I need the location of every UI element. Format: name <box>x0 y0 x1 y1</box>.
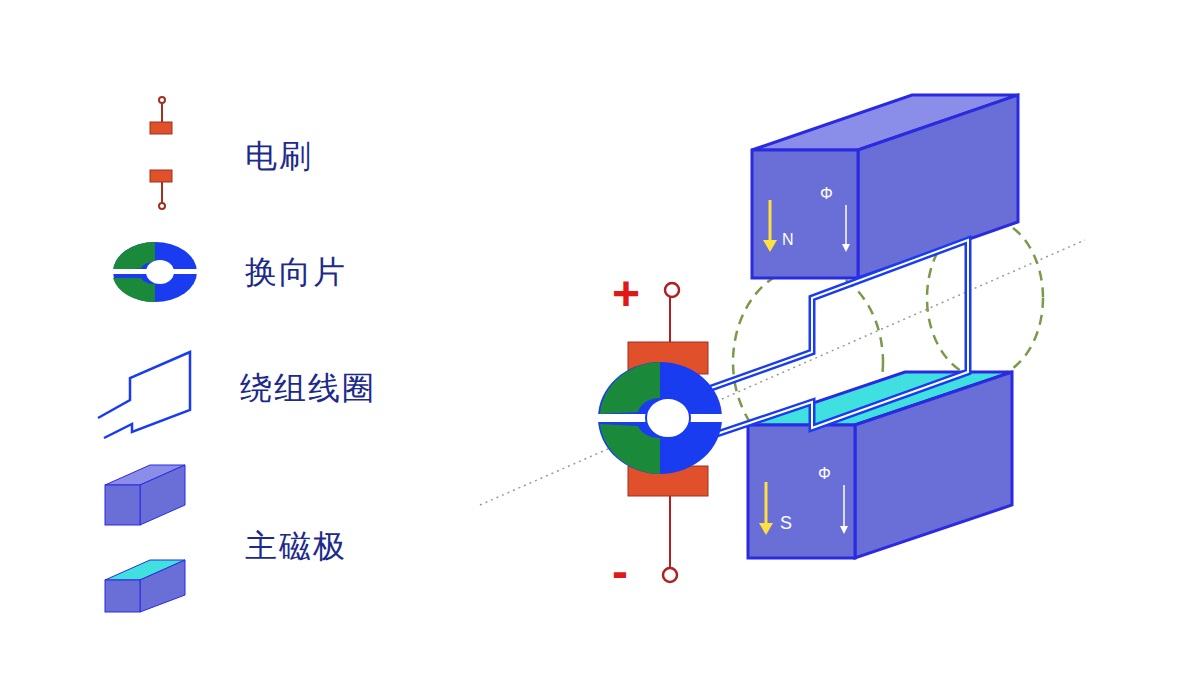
commutator <box>596 362 726 474</box>
coil-icon <box>98 352 190 438</box>
pole-icon-n <box>105 465 185 525</box>
positive-sign: + <box>612 270 640 318</box>
terminal <box>663 568 677 582</box>
flux-symbol: Φ <box>820 186 833 202</box>
commutator-icon <box>110 242 200 302</box>
coil-highlight <box>700 240 968 438</box>
terminal <box>665 283 679 297</box>
pole-name: S <box>780 514 792 532</box>
north-pole <box>752 95 1018 278</box>
legend-label: 换向片 <box>245 256 347 288</box>
wire <box>669 496 671 568</box>
legend-label: 绕组线圈 <box>240 372 376 404</box>
legend-label: 主磁极 <box>245 530 347 562</box>
brush-icon <box>150 97 172 209</box>
pole-icon-s <box>105 560 185 612</box>
legend-label: 电刷 <box>245 140 313 172</box>
winding-coil <box>700 240 968 438</box>
pole-name: N <box>782 232 794 248</box>
negative-sign: - <box>612 548 628 596</box>
flux-symbol: Φ <box>818 466 831 482</box>
wire <box>669 296 671 346</box>
